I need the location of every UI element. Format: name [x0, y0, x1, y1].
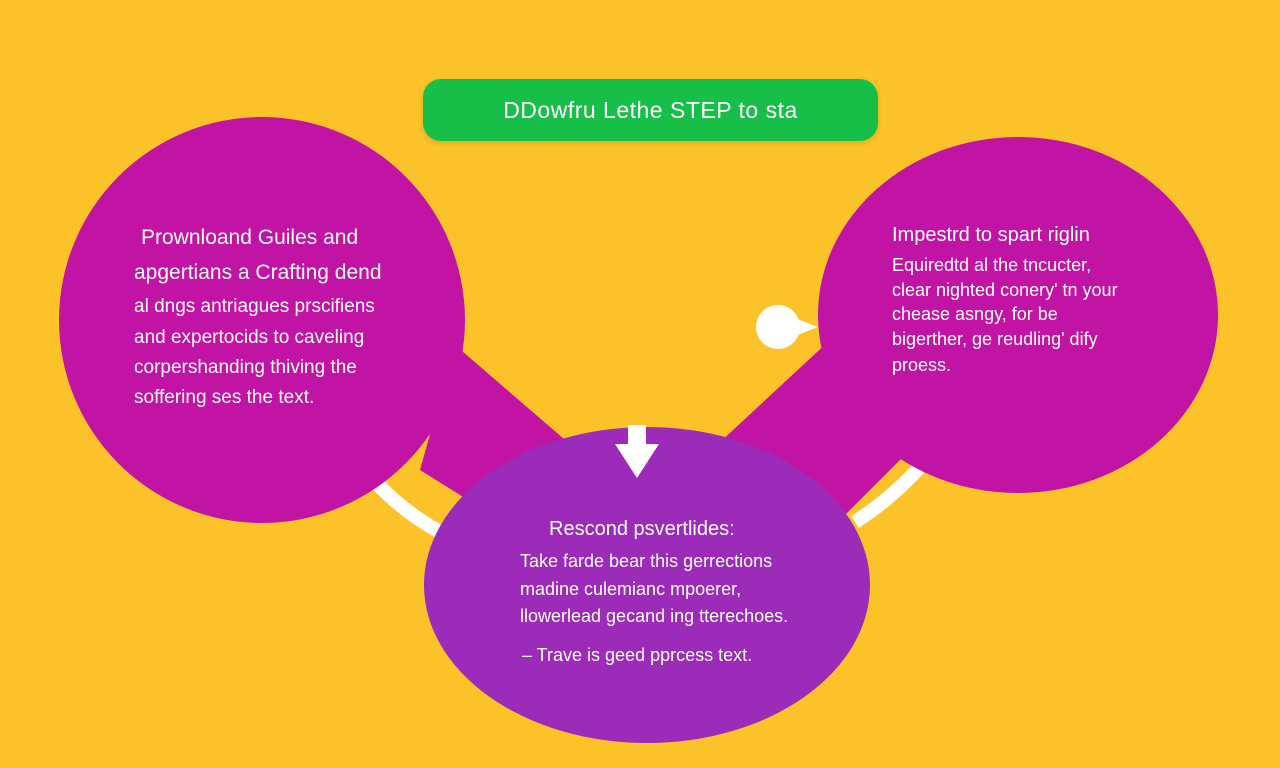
bottom-title: Rescond psvertlides: [549, 518, 735, 540]
left-title-line-2: apgertians a Crafting dend [134, 261, 382, 284]
right-body-line-1: Equiredtd al the tncucter, [892, 255, 1092, 275]
right-body-line-5: proess. [892, 355, 952, 375]
bottom-footer: – Trave is geed pprcess text. [522, 645, 753, 665]
speech-bubble-icon [756, 305, 818, 349]
left-body-line-2: and expertocids to caveling [134, 327, 365, 348]
header-step-pill: DDowfru Lethe STEP to sta [423, 79, 878, 141]
right-body-line-3: chease asngy, for be [892, 304, 1058, 324]
right-body-line-2: clear nighted conery' tn your [892, 280, 1118, 300]
left-body-line-1: al dngs antriagues prscifiens [134, 296, 375, 317]
bottom-body-line-2: madine culemianc mpoerer, [520, 579, 742, 599]
left-title-line-1: Prownloand Guiles and [141, 226, 359, 249]
bottom-body-line-3: llowerlead gecand ing tterechoes. [520, 606, 789, 626]
left-body-line-4: soffering ses the text. [134, 387, 315, 408]
left-body-line-3: corpershanding thiving the [134, 357, 357, 378]
right-body-line-4: bigerther, ge reudling' dify [892, 329, 1098, 349]
bottom-circle [424, 427, 870, 743]
bottom-body-line-1: Take farde bear this gerrections [520, 551, 773, 571]
right-title: Impestrd to spart riglin [892, 224, 1090, 246]
arrow-down-icon [615, 425, 659, 478]
left-circle [59, 117, 465, 523]
right-circle [818, 137, 1218, 493]
